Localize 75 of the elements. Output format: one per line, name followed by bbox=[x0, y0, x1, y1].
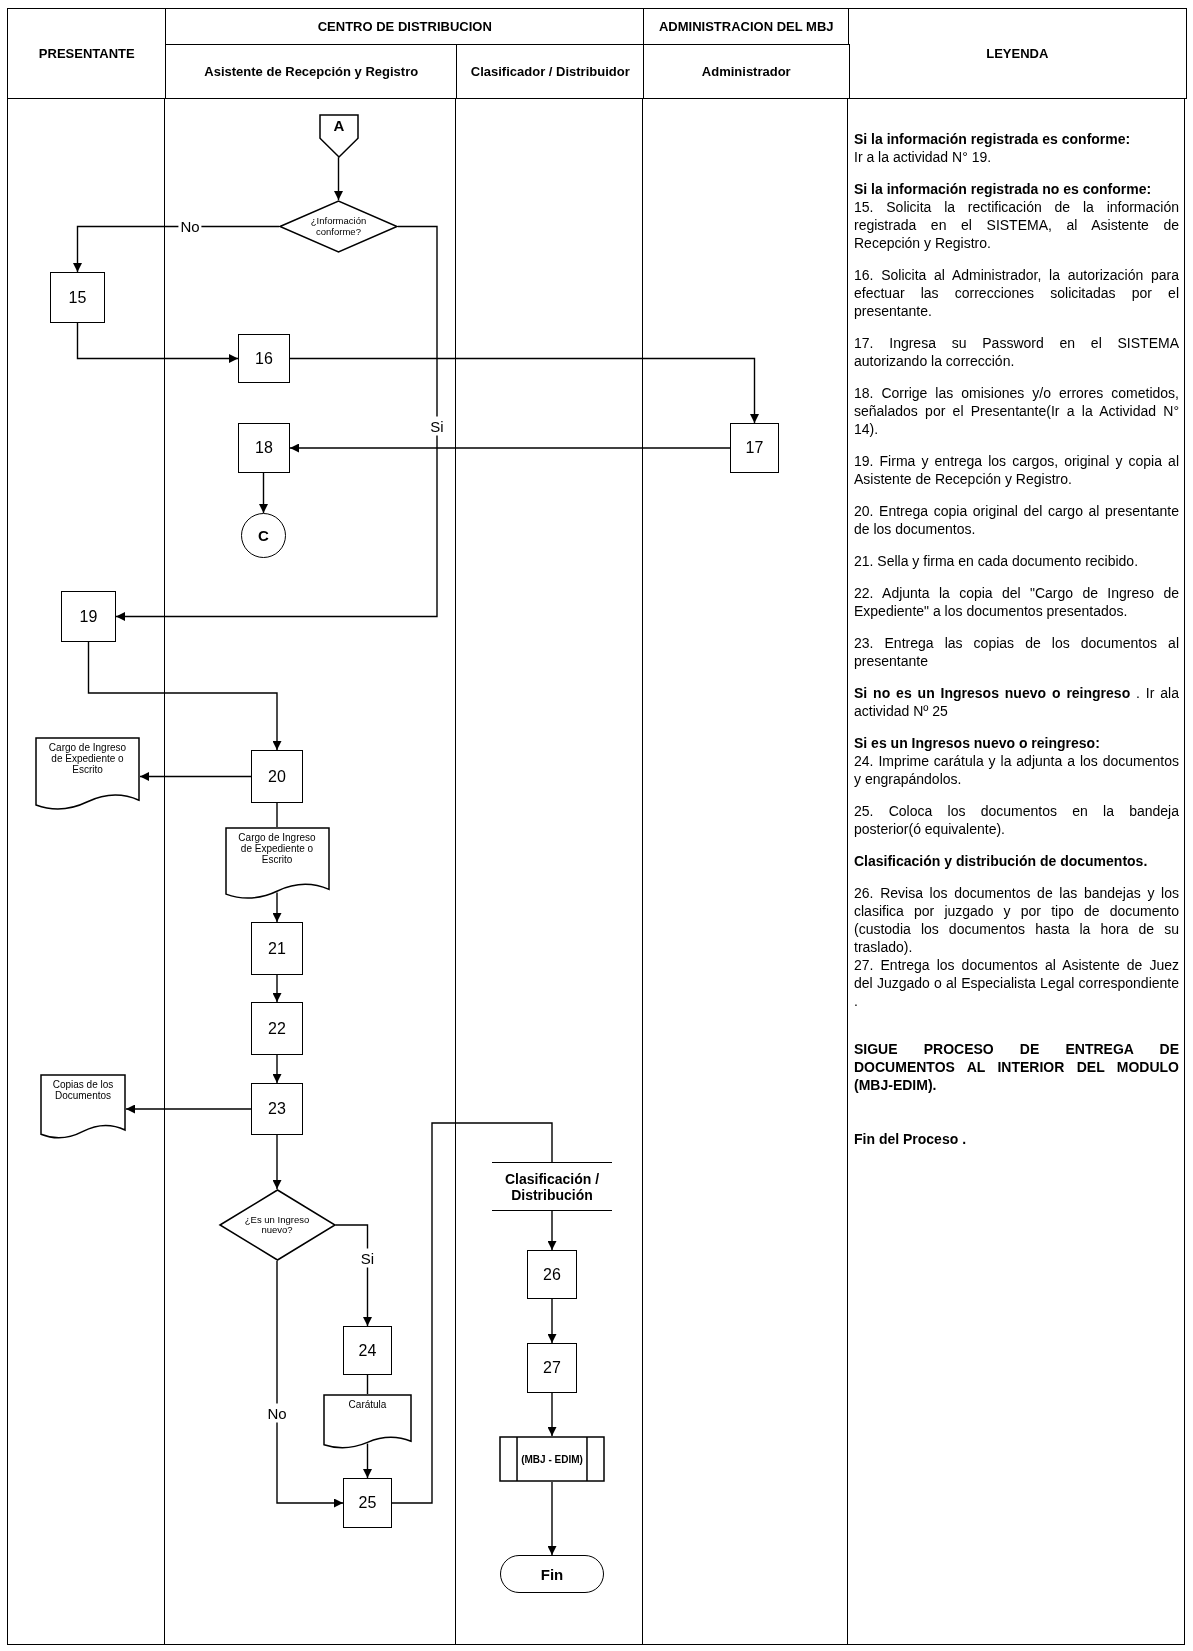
process-box: 27 bbox=[527, 1343, 577, 1393]
legend-note: 21. Sella y firma en cada documento recibido. bbox=[854, 552, 1140, 570]
arrow bbox=[547, 1210, 557, 1251]
process-box: 18 bbox=[238, 423, 290, 473]
arrow bbox=[272, 891, 282, 923]
legend-note: 24. Imprime carátula y la adjunta a los documentos y engrapándolos. bbox=[854, 752, 1179, 788]
arrow bbox=[272, 1134, 282, 1190]
connector-line bbox=[276, 802, 278, 828]
arrow bbox=[547, 1481, 557, 1556]
column-header: Administrador bbox=[643, 44, 850, 99]
decision-diamond: ¿Información conforme? bbox=[279, 200, 398, 253]
arrow bbox=[259, 472, 268, 514]
arrow bbox=[547, 1392, 557, 1437]
process-box: 19 bbox=[61, 591, 116, 642]
legend-note: 23. Entrega las copias de los documentos al presentante bbox=[854, 634, 1179, 670]
predefined-process: (MBJ - EDIM) bbox=[499, 1436, 605, 1482]
legend-note: 19. Firma y entrega los cargos, original y copia al Asistente de Recepción y Registro. bbox=[854, 452, 1179, 488]
connector-line bbox=[366, 1374, 369, 1395]
arrow bbox=[547, 1298, 557, 1344]
legend-note: 22. Adjunta la copia del "Cargo de Ingreso de Expediente" a los documentos presentados. bbox=[854, 584, 1179, 620]
process-box: 25 bbox=[343, 1478, 392, 1528]
arrow bbox=[73, 225, 280, 273]
legend-note: 27. Entrega los documentos al Asistente de Juez del Juzgado o al Especialista Legal correspondiente . bbox=[854, 956, 1179, 1010]
decision-diamond: ¿Es un Ingreso nuevo? bbox=[218, 1189, 336, 1261]
legend-note: Si la información registrada no es conforme: bbox=[854, 180, 1153, 198]
section-heading: Clasificación / Distribución bbox=[492, 1162, 612, 1211]
arrow bbox=[334, 157, 343, 201]
arrow bbox=[289, 443, 731, 453]
arrow bbox=[87, 641, 282, 751]
arrow bbox=[334, 1224, 372, 1327]
arrow bbox=[125, 1104, 252, 1114]
legend-note: Si la información registrada es conforme: bbox=[854, 130, 1132, 148]
column-header: PRESENTANTE bbox=[7, 8, 167, 99]
arrow bbox=[115, 225, 438, 621]
process-box: 24 bbox=[343, 1326, 392, 1375]
legend-note: 26. Revisa los documentos de las bandejas y los clasifica por juzgado y por tipo de documento (custodia los documentos hasta la hora de su traslado). bbox=[854, 884, 1179, 956]
legend-note: Si es un Ingresos nuevo o reingreso: bbox=[854, 734, 1101, 752]
legend-note: 15. Solicita la rectificación de la información registrada en el SISTEMA, al Asistente de Recepción y Registro. bbox=[854, 198, 1179, 252]
process-box: 20 bbox=[251, 750, 303, 803]
legend-note: 20. Entrega copia original del cargo al presentante de los documentos. bbox=[854, 502, 1179, 538]
column-header: Clasificador / Distribuidor bbox=[456, 44, 645, 99]
legend-note: SIGUE PROCESO DE ENTREGA DE DOCUMENTOS AL INTERIOR DEL MODULO (MBJ-EDIM). bbox=[854, 1040, 1179, 1094]
arrow bbox=[363, 1442, 372, 1479]
column-header: ADMINISTRACION DEL MBJ bbox=[643, 8, 850, 46]
arrow bbox=[76, 322, 239, 363]
column-header: CENTRO DE DISTRIBUCION bbox=[165, 8, 645, 46]
arrow bbox=[272, 974, 282, 1003]
legend-note: Ir a la actividad N° 19. bbox=[854, 148, 993, 166]
legend-note: 16. Solicita al Administrador, la autorización para efectuar las correcciones solicitadas por el presentante. bbox=[854, 266, 1179, 320]
process-box: 16 bbox=[238, 334, 290, 383]
legend-note: Si no es un Ingresos nuevo o reingreso . Ir ala actividad Nº 25 bbox=[854, 684, 1179, 720]
terminator: Fin bbox=[500, 1555, 604, 1593]
arrow bbox=[139, 772, 252, 781]
process-box: 21 bbox=[251, 922, 303, 975]
arrow bbox=[289, 357, 759, 424]
arrow bbox=[272, 1054, 282, 1084]
process-box: 26 bbox=[527, 1250, 577, 1299]
process-box: 17 bbox=[730, 423, 779, 473]
legend-note: Fin del Proceso . bbox=[854, 1130, 968, 1148]
process-box: 22 bbox=[251, 1002, 303, 1055]
legend-note: Clasificación y distribución de documentos. bbox=[854, 852, 1149, 870]
edge-label: Si bbox=[428, 416, 446, 436]
connector-circle: C bbox=[241, 513, 286, 558]
column-header: Asistente de Recepción y Registro bbox=[165, 44, 458, 99]
process-box: 15 bbox=[50, 272, 105, 323]
arrow bbox=[276, 1260, 344, 1508]
column-header: LEYENDA bbox=[848, 8, 1187, 99]
legend-note: 17. Ingresa su Password en el SISTEMA autorizando la corrección. bbox=[854, 334, 1179, 370]
edge-label: No bbox=[265, 1403, 289, 1423]
legend-note: 18. Corrige las omisiones y/o errores cometidos, señalados por el Presentante(Ir a la Actividad N° 14). bbox=[854, 384, 1179, 438]
connector-line bbox=[391, 1122, 553, 1504]
legend-note: 25. Coloca los documentos en la bandeja posterior(ó equivalente). bbox=[854, 802, 1179, 838]
process-box: 23 bbox=[251, 1083, 303, 1135]
edge-label: Si bbox=[358, 1248, 377, 1268]
offpage-connector: A bbox=[319, 114, 359, 158]
